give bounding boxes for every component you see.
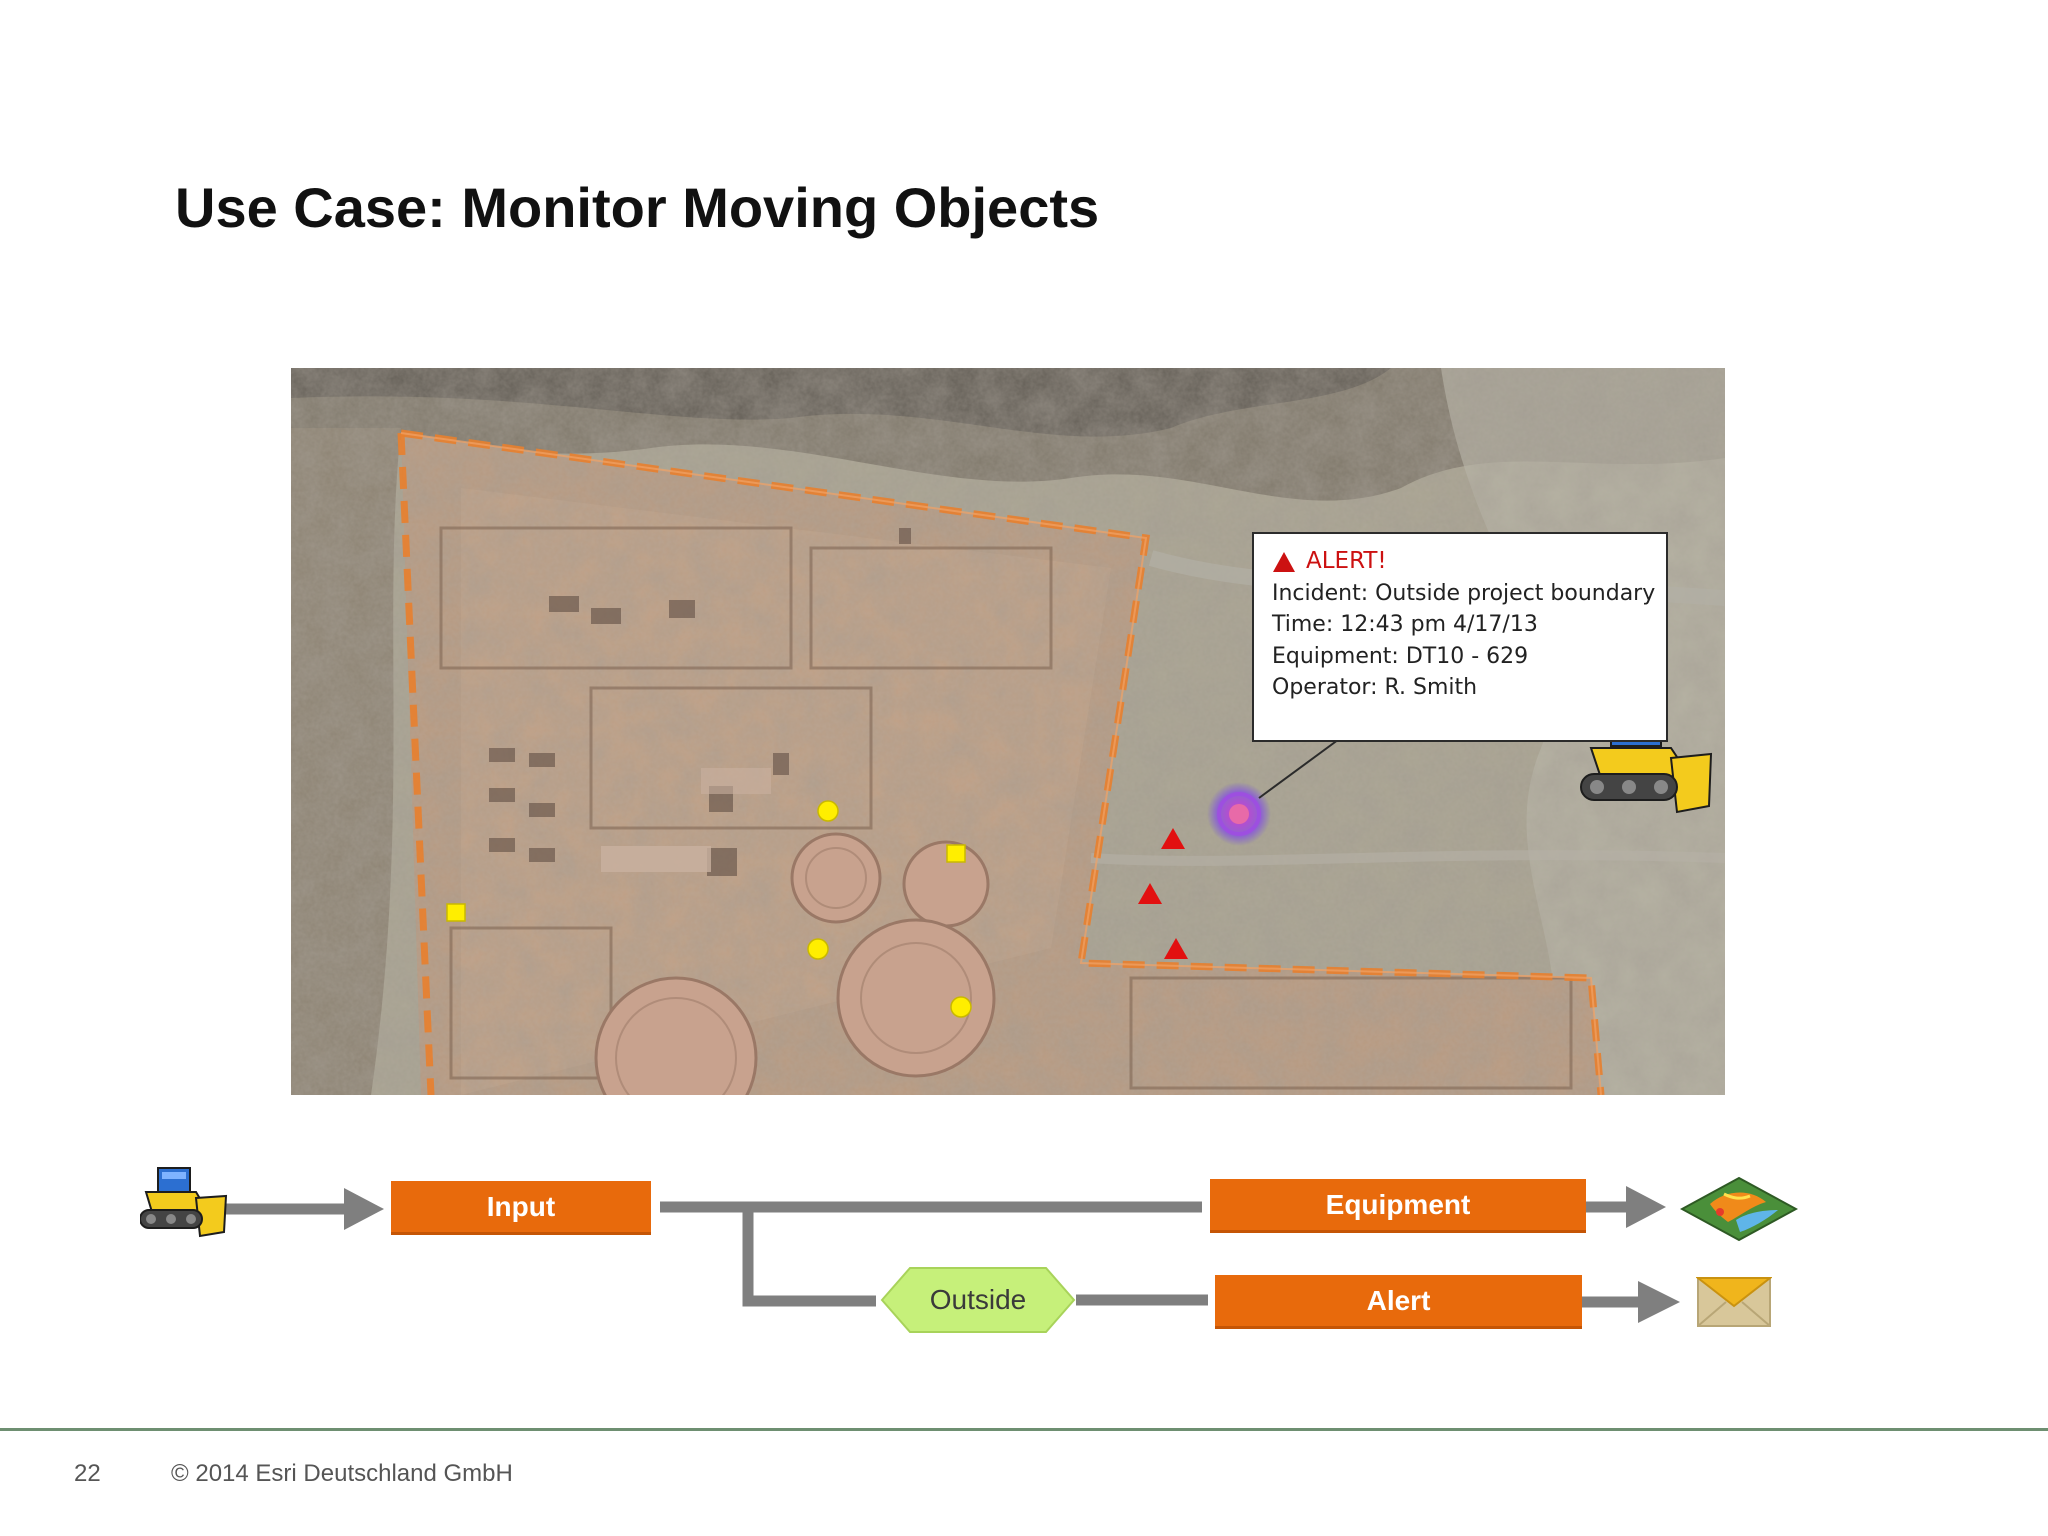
input-box[interactable]: Input bbox=[391, 1181, 651, 1235]
alert-equipment: Equipment: DT10 - 629 bbox=[1272, 643, 1529, 669]
alert-title: ALERT! bbox=[1306, 548, 1387, 574]
alert-triangle-icon bbox=[1273, 551, 1295, 572]
page-number: 22 bbox=[74, 1460, 101, 1487]
copyright-text: © 2014 Esri Deutschland GmbH bbox=[171, 1460, 513, 1487]
slide-title: Use Case: Monitor Moving Objects bbox=[175, 176, 1100, 239]
alert-heading: ALERT! bbox=[1272, 546, 1650, 578]
alert-popup[interactable]: ALERT! Incident: Outside project boundar… bbox=[1252, 532, 1668, 742]
bulldozer-icon bbox=[140, 1167, 228, 1238]
alert-time: Time: 12:43 pm 4/17/13 bbox=[1272, 612, 1538, 637]
alert-box[interactable]: Alert bbox=[1215, 1275, 1582, 1329]
alert-operator: Operator: R. Smith bbox=[1272, 675, 1478, 700]
email-envelope-icon bbox=[1696, 1277, 1772, 1327]
map-layer-icon bbox=[1680, 1176, 1798, 1242]
outside-filter-label[interactable]: Outside bbox=[929, 1284, 1027, 1315]
footer-rule bbox=[0, 1428, 2048, 1431]
alert-incident: Incident: Outside project boundary bbox=[1272, 580, 1656, 606]
equipment-box[interactable]: Equipment bbox=[1210, 1179, 1586, 1233]
